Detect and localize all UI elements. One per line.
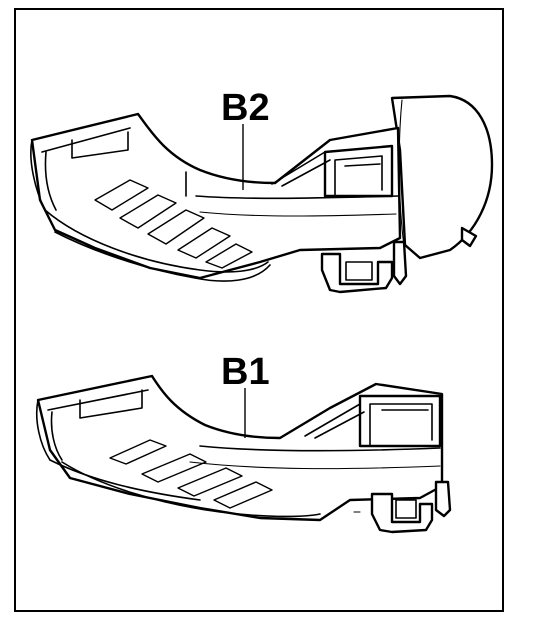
b1-clip-pin [434,480,452,518]
b1-slope [304,403,365,439]
b2-slope [271,151,331,187]
b1-scoop-rim [35,389,149,461]
b2-end-cap-tab [460,226,478,248]
b2-end-cap [390,94,494,260]
b2-label: B2 [221,87,270,129]
b2-main-body [30,112,402,280]
b1-front-curve [61,461,321,518]
b2-clip-left [320,252,394,294]
b1-vent-1 [109,439,167,465]
part-b2-housing: B2 [30,87,494,294]
b1-vent-3 [177,467,243,497]
b2-vent-5 [205,243,253,269]
b2-bracket-inner [334,155,383,197]
b2-front-curve [54,231,271,282]
b2-scoop-slot [71,131,129,159]
b2-right-bracket [323,144,394,198]
b1-vent-2 [141,453,207,483]
b1-lower-edge [49,459,201,501]
b2-clip-inner [345,261,373,281]
b1-scoop-slot [79,389,143,419]
b2-clip-pin [392,240,408,286]
b1-label: B1 [221,351,270,393]
b1-clip-left [370,492,434,534]
b1-mid-line [189,461,441,470]
b1-right-bracket [358,394,442,448]
b2-vent-4 [177,227,231,259]
b2-mid-line [199,211,397,217]
b2-scoop-rim [30,127,131,211]
b1-clip-inner [395,499,417,519]
b1-vent-4 [213,481,273,509]
b1-bracket-inner [369,403,433,447]
b2-lower-edge [44,209,269,273]
b1-top-ridge [199,445,441,452]
b2-vent-1 [94,179,149,211]
b2-vent-3 [147,209,205,245]
b2-vent-2 [119,194,177,229]
b1-main-body [36,374,444,522]
part-b1-housing: B1 [35,351,452,534]
